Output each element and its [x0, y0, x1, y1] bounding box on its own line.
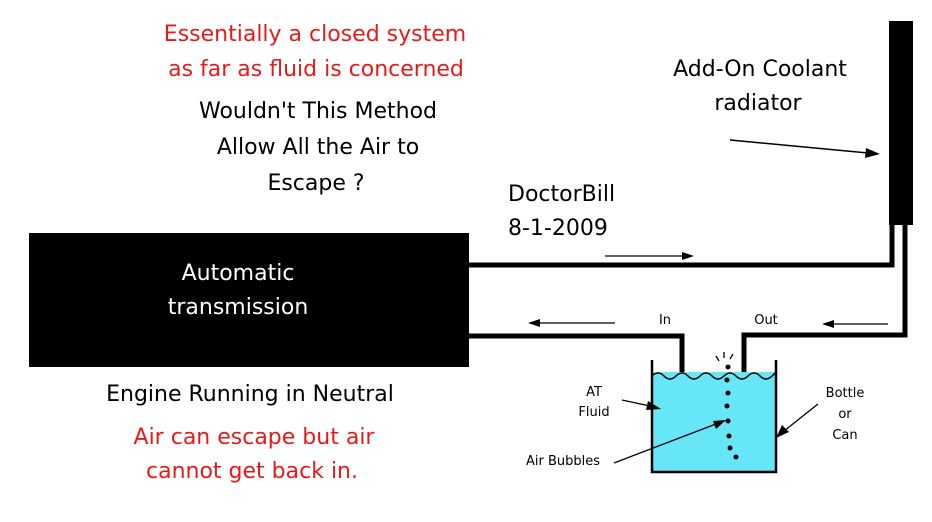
transmission-label-1: Automatic	[181, 261, 295, 286]
return-line	[469, 333, 685, 458]
fluid-label-2: Fluid	[578, 405, 610, 420]
bubbles-label: Air Bubbles	[525, 454, 601, 469]
air-bubbles	[724, 364, 739, 460]
container-outline	[650, 360, 778, 474]
transmission-label-2: transmission	[167, 295, 309, 320]
bottle-label-3: Can	[832, 428, 858, 443]
header-line-1: Essentially a closed system	[163, 22, 467, 47]
bottle-label-2: or	[838, 407, 852, 422]
supply-line	[469, 225, 895, 268]
header-line-2: as far as fluid is concerned	[168, 57, 464, 82]
note-line-1: Air can escape but air	[133, 425, 375, 450]
out-label: Out	[754, 313, 778, 328]
engine-state: Engine Running in Neutral	[106, 382, 394, 407]
author-date: 8-1-2009	[508, 216, 608, 241]
radiator-label-2: radiator	[714, 91, 802, 116]
bubble-escape-marks	[715, 352, 734, 362]
fluid-surface	[651, 372, 778, 380]
question-line-3: Escape ?	[267, 171, 365, 196]
radiator-label-1: Add-On Coolant	[673, 57, 847, 82]
author-name: DoctorBill	[508, 182, 616, 207]
fluid-label-1: AT	[586, 385, 602, 400]
note-line-2: cannot get back in.	[146, 459, 358, 484]
radiator	[889, 21, 913, 225]
bottle-label-1: Bottle	[825, 386, 865, 401]
question-line-2: Allow All the Air to	[216, 135, 420, 160]
question-line-1: Wouldn't This Method	[198, 99, 438, 124]
in-label: In	[658, 313, 672, 328]
arrows	[528, 139, 888, 464]
transmission-block	[29, 233, 469, 367]
